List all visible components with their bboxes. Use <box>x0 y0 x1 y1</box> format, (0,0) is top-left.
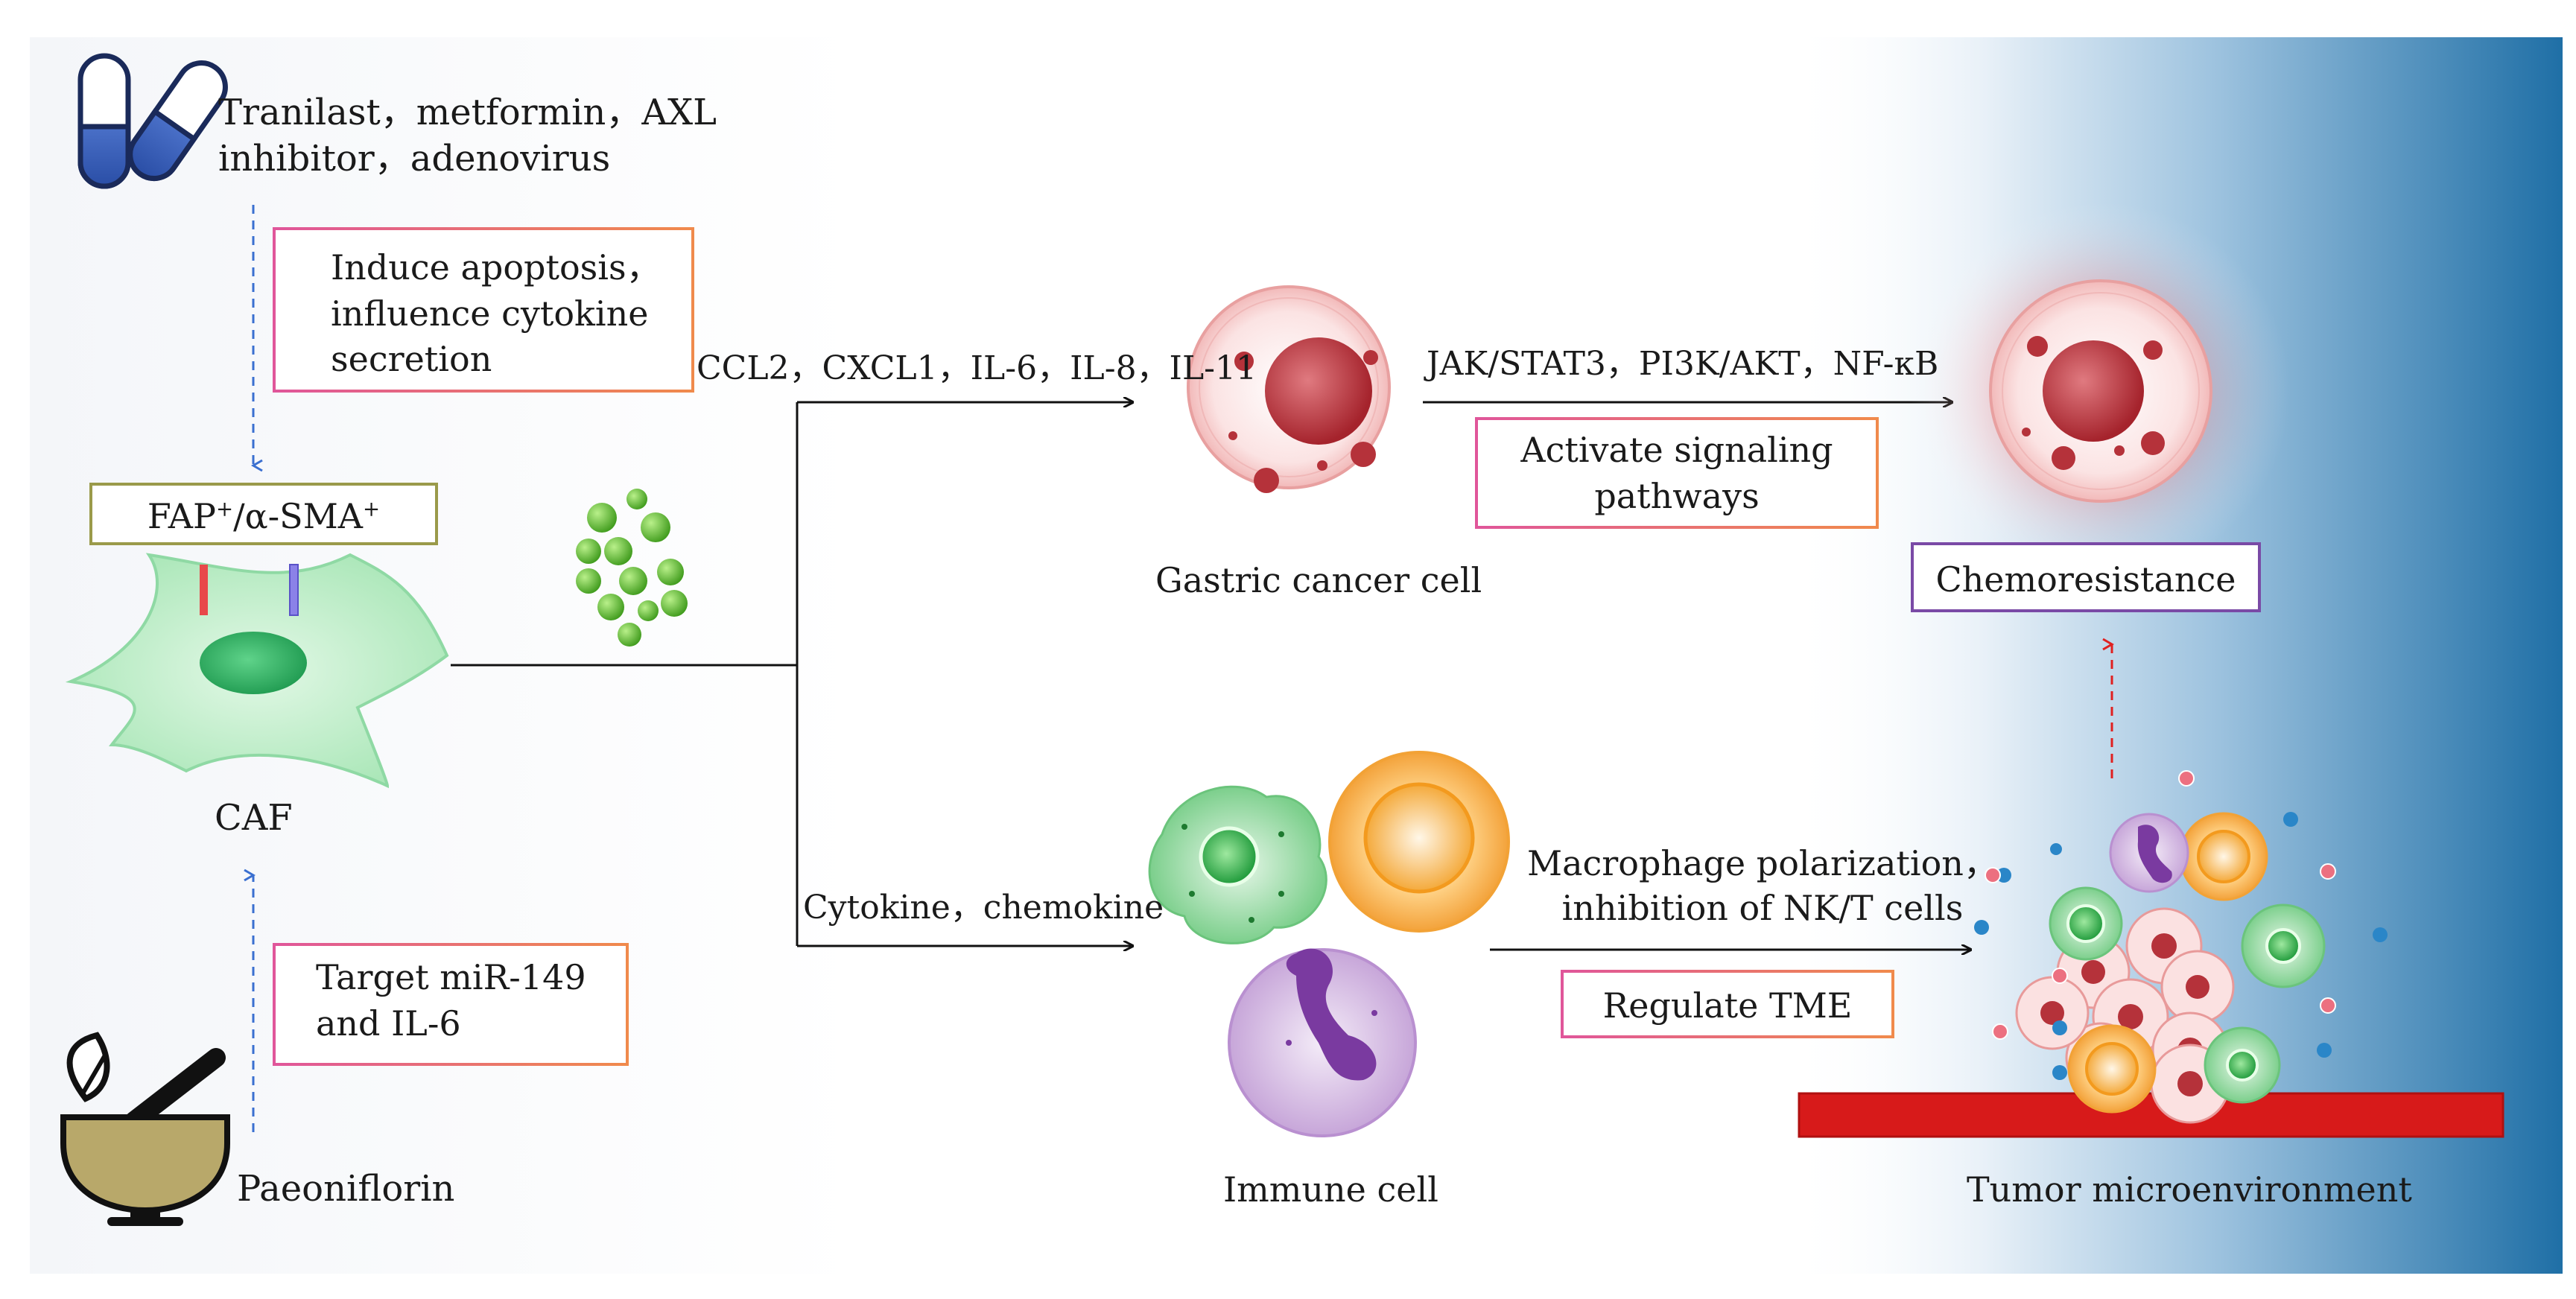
drug-label-line1: Tranilast，metformin，AXL <box>218 92 717 133</box>
mortar-pestle-icon <box>60 1032 230 1226</box>
drug-label: Tranilast，metformin，AXL inhibitor，adenov… <box>218 89 717 182</box>
paeoniflorin-label: Paeoniflorin <box>237 1168 455 1210</box>
fap-sma-marker-box: FAP+/α-SMA+ <box>89 483 438 545</box>
capsule-icon <box>77 53 228 189</box>
chemoresistance-box: Chemoresistance <box>1911 542 2261 612</box>
marker-text: FAP+/α-SMA+ <box>147 496 381 536</box>
target-box-line2: and IL-6 <box>316 1003 461 1044</box>
blood-vessel <box>1798 1092 2504 1138</box>
cytokine-chemokine-label: Cytokine，chemokine <box>803 889 1164 927</box>
induce-box-line1: Induce apoptosis， <box>331 247 661 288</box>
signaling-box-line2: pathways <box>1594 475 1760 516</box>
induce-apoptosis-box: Induce apoptosis， influence cytokine sec… <box>273 227 694 393</box>
induce-box-line3: secretion <box>331 339 492 380</box>
target-mir149-box: Target miR-149 and IL-6 <box>273 943 629 1066</box>
chemoresistant-cancer-cell <box>1911 201 2291 581</box>
activate-signaling-box: Activate signaling pathways <box>1475 417 1879 529</box>
immune-cell-label: Immune cell <box>1223 1169 1438 1210</box>
chemoresistance-label: Chemoresistance <box>1935 559 2236 600</box>
macrophage-polarization-label: Macrophage polarization， inhibition of N… <box>1527 842 1998 931</box>
immune-cells <box>1148 751 1510 1137</box>
caf-cell <box>65 553 449 789</box>
gastric-cancer-cell-label: Gastric cancer cell <box>1155 560 1482 600</box>
regulate-tme-box: Regulate TME <box>1561 970 1894 1038</box>
cytokines-label: CCL2，CXCL1，IL-6，IL-8，IL-11 <box>697 349 1257 387</box>
target-box-line1: Target miR-149 <box>316 957 586 997</box>
induce-box-line2: influence cytokine <box>331 293 649 334</box>
macrophage-line2: inhibition of NK/T cells <box>1561 887 1964 928</box>
signaling-box-line1: Activate signaling <box>1520 430 1833 470</box>
signaling-pathways-label: JAK/STAT3，PI3K/AKT，NF-κB <box>1427 345 1939 383</box>
tumor-microenvironment-label: Tumor microenvironment <box>1967 1169 2412 1210</box>
tumor-microenvironment-cluster <box>1798 770 2504 1138</box>
gastric-cancer-cell <box>1187 285 1391 493</box>
cytokine-particles <box>576 489 688 647</box>
connector-lines <box>451 402 799 946</box>
macrophage-line1: Macrophage polarization， <box>1527 843 1998 883</box>
regulate-tme-label: Regulate TME <box>1602 985 1853 1026</box>
drug-label-line2: inhibitor，adenovirus <box>218 138 611 180</box>
caf-label: CAF <box>215 797 293 839</box>
